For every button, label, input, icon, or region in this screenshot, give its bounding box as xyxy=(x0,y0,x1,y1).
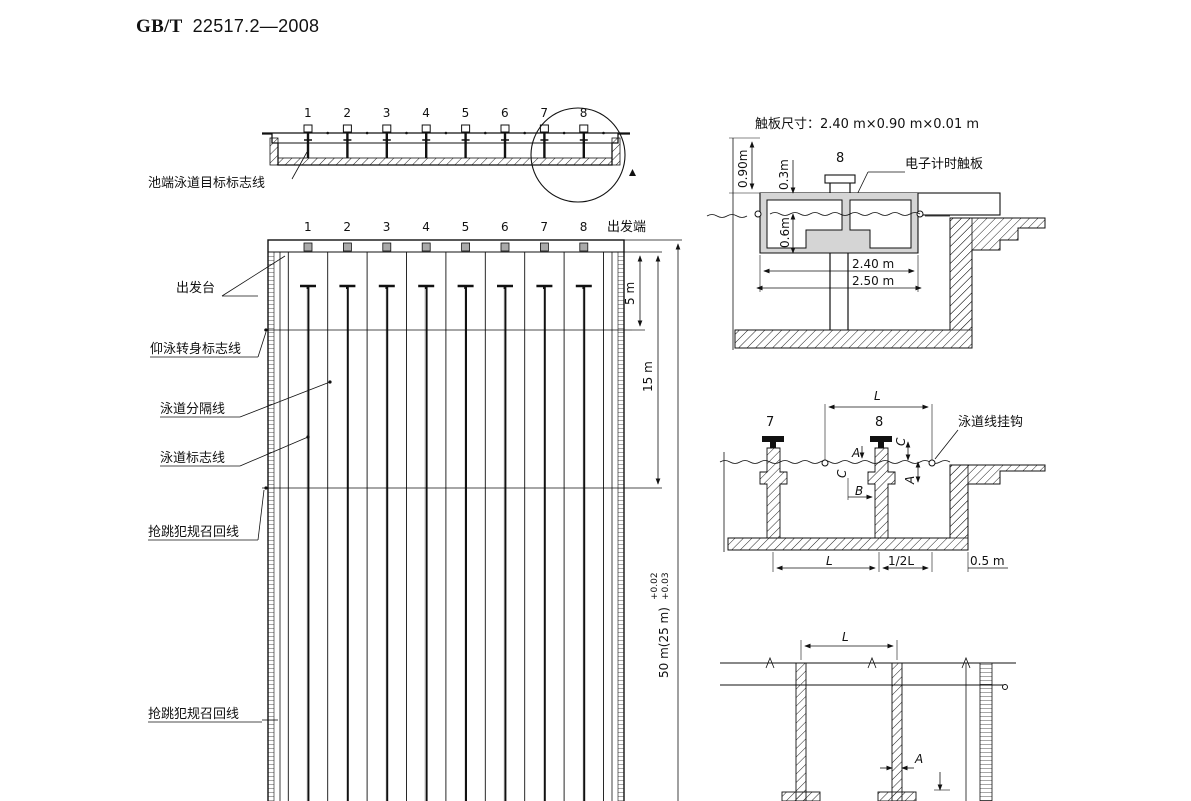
plan-start-block xyxy=(579,242,589,252)
small-lane-number: 7 xyxy=(540,106,548,120)
small-rope-float xyxy=(484,131,487,135)
label-electronic-pad: 电子计时触板 xyxy=(905,157,983,172)
label-start-end: 出发端 xyxy=(607,219,646,235)
small-start-block xyxy=(500,124,510,133)
dim-tol-dn: +0.03 xyxy=(661,572,671,600)
label-false-start-2: 抢跳犯规召回线 xyxy=(148,706,239,722)
label-backstroke-turn: 仰泳转身标志线 xyxy=(150,341,241,357)
small-rope-float xyxy=(326,131,330,135)
plan-start-block xyxy=(382,242,392,252)
label-pool-end-target: 池端泳道目标标志线 xyxy=(148,176,265,191)
small-lane-number: 3 xyxy=(383,106,391,120)
plan-start-block xyxy=(461,242,471,252)
dim-05m: 0.5 m xyxy=(970,554,1005,568)
standard-header: GB/T 22517.2—2008 xyxy=(136,16,319,38)
small-rope-float xyxy=(562,131,566,135)
plan-start-block xyxy=(342,242,352,252)
label-lane-rope: 泳道分隔线 xyxy=(160,402,225,417)
dim-B: B xyxy=(855,484,863,498)
standard-code: GB/T xyxy=(136,16,183,37)
plan-lane-number: 6 xyxy=(501,220,509,234)
small-rope-float xyxy=(444,131,448,135)
label-lane-hook: 泳道线挂钩 xyxy=(958,415,1023,430)
small-lane-number: 2 xyxy=(343,106,351,120)
dim-w250: 2.50 m xyxy=(852,274,894,288)
small-rope-float xyxy=(602,131,605,135)
dim-tol-up: +0.02 xyxy=(650,572,660,600)
label-touchpad-size: 触板尺寸：2.40 m×0.90 m×0.01 m xyxy=(755,117,979,132)
small-start-block xyxy=(421,124,431,133)
standard-number: 22517.2—2008 xyxy=(192,16,320,36)
plan-start-block xyxy=(500,242,510,252)
plan-lane-number: 3 xyxy=(383,220,391,234)
dim-half-L: 1/2L xyxy=(888,554,914,568)
dim-L-plan: L xyxy=(842,630,849,644)
label-lane7: 7 xyxy=(766,415,774,430)
small-start-block xyxy=(382,124,392,133)
small-rope-float xyxy=(365,131,369,135)
label-lane-marking: 泳道标志线 xyxy=(160,451,225,466)
dim-C-left: C xyxy=(835,469,849,478)
small-start-block xyxy=(303,124,313,133)
dim-h06: 0.6m xyxy=(778,217,792,248)
plan-lane-number: 5 xyxy=(462,220,470,234)
dim-A: A xyxy=(851,446,860,460)
label-lane8: 8 xyxy=(875,415,883,430)
dim-h03: 0.3m xyxy=(777,159,791,190)
dim-h090: 0.90m xyxy=(736,150,750,188)
pool-section-small: 1 2 3 4 5 6 7 8 xyxy=(262,106,636,203)
dim-A-plan: A xyxy=(914,752,923,766)
label-false-start-1: 抢跳犯规召回线 xyxy=(148,524,239,540)
plan-lane-number: 8 xyxy=(580,220,588,234)
dim-L-top: L xyxy=(874,389,881,403)
small-lane-number: 6 xyxy=(501,106,509,120)
plan-lane-number: 7 xyxy=(540,220,548,234)
label-touchpad-lane: 8 xyxy=(836,151,844,166)
small-rope-float xyxy=(405,131,408,135)
small-lane-number: 5 xyxy=(462,106,470,120)
small-lane-number: 8 xyxy=(580,106,588,120)
dim-50m: 50 m(25 m) xyxy=(657,607,671,678)
small-lane-number: 4 xyxy=(422,106,430,120)
small-start-block xyxy=(461,124,471,133)
pool-plan: 出发端 1 2 3 4 5 6 7 8 xyxy=(262,219,646,801)
plan-start-block xyxy=(303,242,313,252)
small-start-block xyxy=(342,124,352,133)
plan-dimensions xyxy=(624,239,682,801)
plan-start-block xyxy=(540,242,549,252)
small-lane-number: 1 xyxy=(304,106,312,120)
plan-start-block xyxy=(421,242,431,252)
dim-C-right: C xyxy=(894,437,908,446)
dim-w240: 2.40 m xyxy=(852,257,894,271)
small-start-block xyxy=(579,124,589,133)
dim-A-right: A xyxy=(903,476,917,485)
plan-lane-number: 1 xyxy=(304,220,312,234)
plan-lane-number: 4 xyxy=(422,220,430,234)
dim-5m: 5 m xyxy=(623,282,637,305)
touchpad-detail xyxy=(706,137,1046,350)
label-start-block: 出发台 xyxy=(176,280,215,296)
small-rope-float xyxy=(523,131,526,135)
dim-L-bottom: L xyxy=(826,554,833,568)
lane-hook-detail xyxy=(719,404,1046,572)
plan-lane-number: 2 xyxy=(343,220,351,234)
dim-15m: 15 m xyxy=(641,361,655,392)
lane-plan-detail xyxy=(720,640,1016,801)
